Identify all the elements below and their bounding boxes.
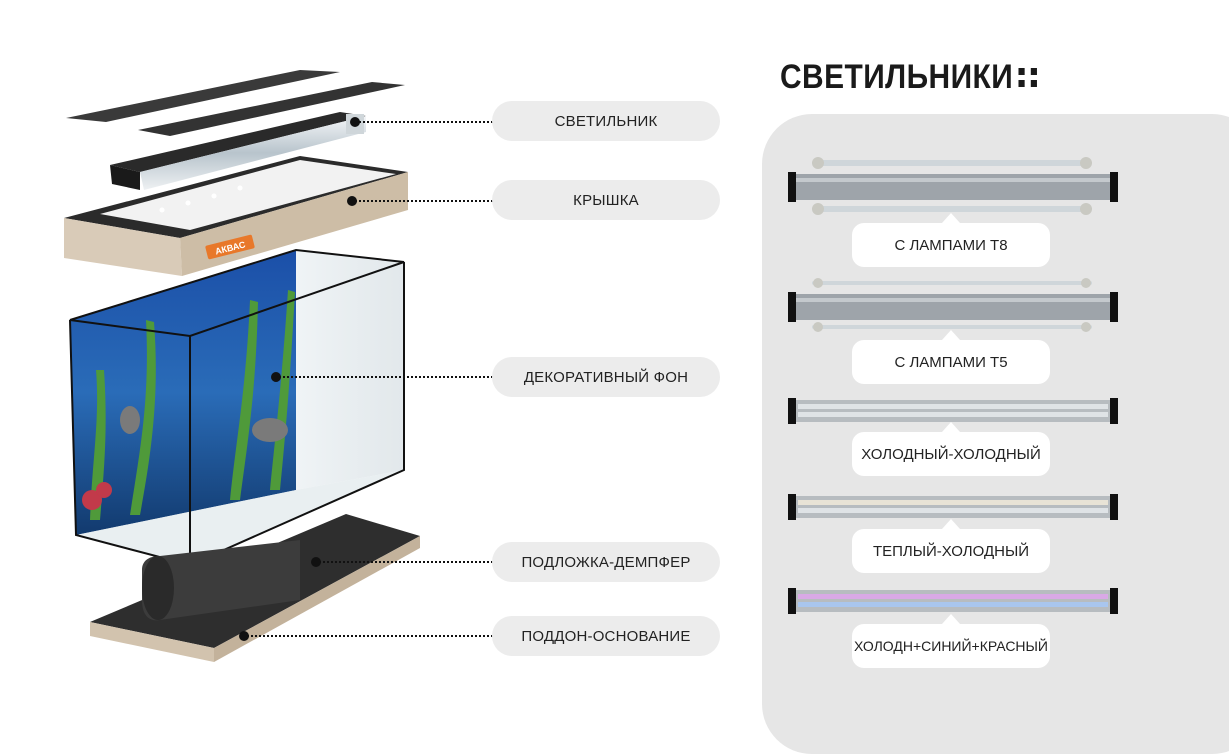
base-tray: [90, 514, 420, 662]
callout-leader: [355, 121, 505, 123]
lamp-label-text: ТЕПЛЫЙ-ХОЛОДНЫЙ: [872, 542, 1030, 560]
lamp-t8-image: [788, 157, 1118, 215]
label-notch: [942, 213, 960, 223]
lamp-label-text: С ЛАМПАМИ Т8: [894, 236, 1008, 254]
callout-dot: [239, 631, 249, 641]
callout-base-tray: ПОДДОН-ОСНОВАНИЕ: [492, 616, 720, 656]
lamp-label-text: ХОЛОДНЫЙ-ХОЛОДНЫЙ: [861, 445, 1041, 463]
callout-lid: КРЫШКА: [492, 180, 720, 220]
callout-label: ПОДДОН-ОСНОВАНИЕ: [521, 627, 691, 645]
lamp-led-warm-cold-image: [788, 494, 1118, 520]
lamp-label-text: С ЛАМПАМИ Т5: [894, 353, 1008, 371]
label-notch: [942, 519, 960, 529]
tank: [69, 248, 405, 567]
callout-label: СВЕТИЛЬНИК: [554, 112, 658, 130]
callout-leader: [244, 635, 504, 637]
callout-label: ПОДЛОЖКА-ДЕМПФЕР: [521, 553, 691, 571]
label-notch: [942, 330, 960, 340]
lamp-t8-label: С ЛАМПАМИ Т8: [852, 223, 1050, 267]
lamp-led-cold-image: [788, 398, 1118, 424]
callout-dot: [347, 196, 357, 206]
panel-title-text: СВЕТИЛЬНИКИ: [780, 58, 1014, 96]
aquarium-exploded-illustration: АКВАС: [64, 70, 420, 662]
callout-lamp: СВЕТИЛЬНИК: [492, 101, 720, 141]
callout-dot: [350, 117, 360, 127]
lamp-led-cold-label: ХОЛОДНЫЙ-ХОЛОДНЫЙ: [852, 432, 1050, 476]
callout-label: КРЫШКА: [573, 191, 639, 209]
callout-background: ДЕКОРАТИВНЫЙ ФОН: [492, 357, 720, 397]
lamp-label-text: ХОЛОДН+СИНИЙ+КРАСНЫЙ: [854, 638, 1048, 654]
callout-leader: [316, 561, 504, 563]
panel-title: СВЕТИЛЬНИКИ: [780, 58, 1043, 97]
label-notch: [942, 422, 960, 432]
lamp-t5-image: [788, 278, 1118, 332]
label-notch: [942, 614, 960, 624]
lamp-t5-label: С ЛАМПАМИ Т5: [852, 340, 1050, 384]
cover-plates: [66, 70, 405, 136]
callout-damping-mat: ПОДЛОЖКА-ДЕМПФЕР: [492, 542, 720, 582]
lamp-led-rgb-image: [788, 588, 1118, 614]
lamp-led-rgb-label: ХОЛОДН+СИНИЙ+КРАСНЫЙ: [852, 624, 1050, 668]
callout-dot: [311, 557, 321, 567]
callout-label: ДЕКОРАТИВНЫЙ ФОН: [523, 368, 689, 386]
lamp-led-warm-cold-label: ТЕПЛЫЙ-ХОЛОДНЫЙ: [852, 529, 1050, 573]
callout-leader: [352, 200, 505, 202]
callout-leader: [276, 376, 504, 378]
lamp-fixture: [110, 112, 366, 190]
callout-dot: [271, 372, 281, 382]
dots-marker-icon: [1018, 62, 1043, 90]
